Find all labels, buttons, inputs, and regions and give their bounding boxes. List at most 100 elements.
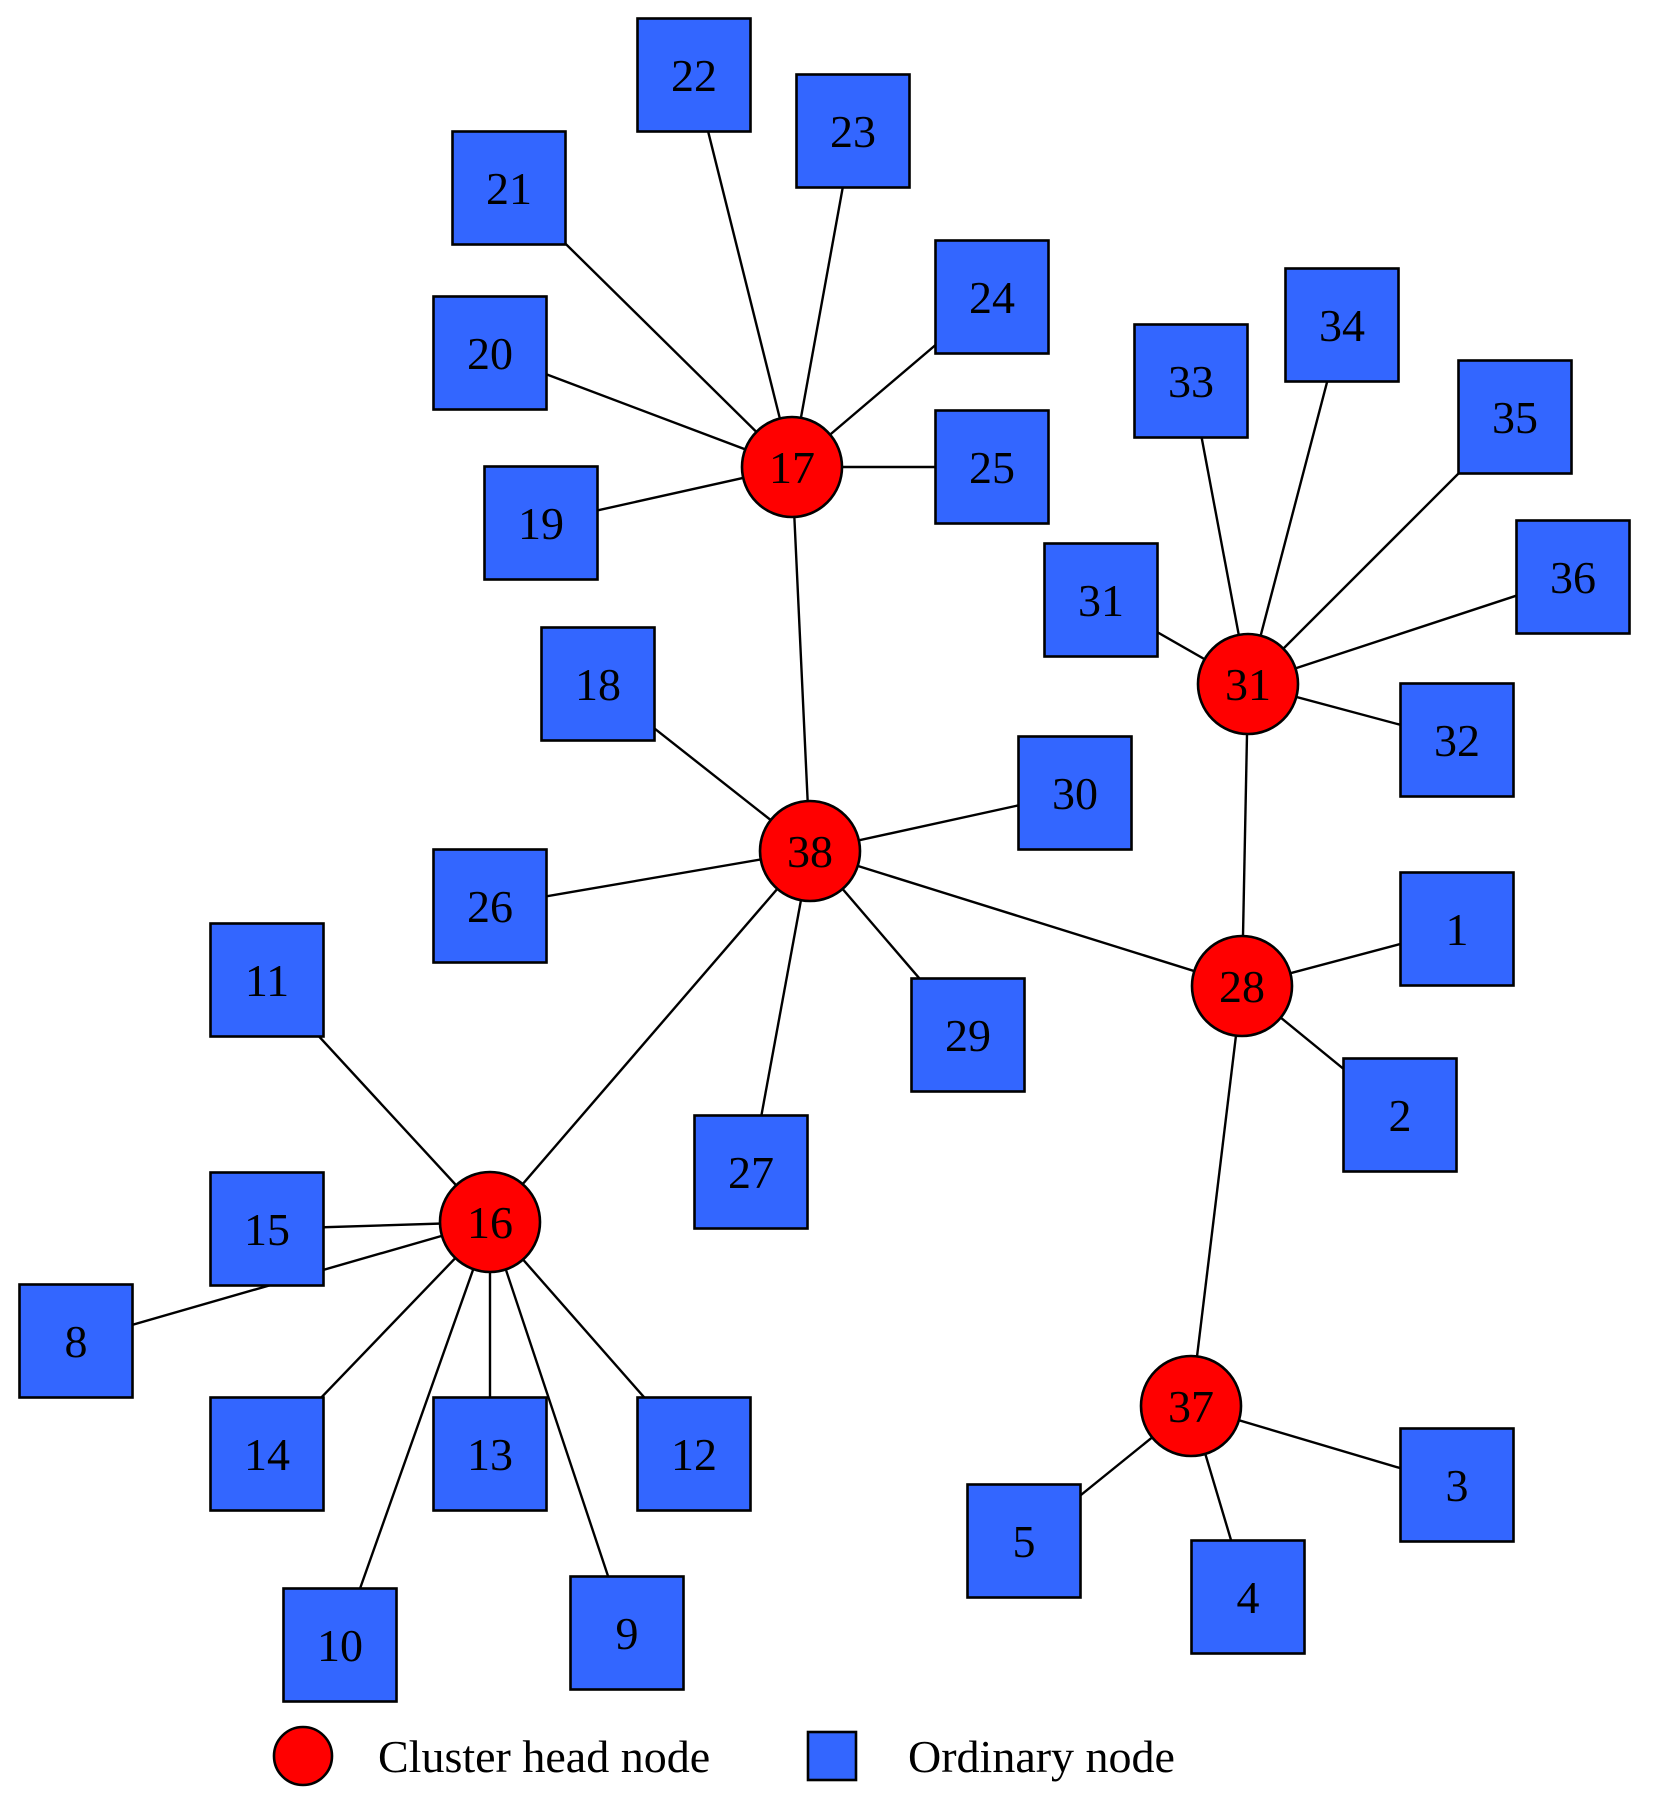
- ordinary-node-34: 34: [1284, 267, 1400, 383]
- node-label-21: 21: [486, 163, 532, 214]
- node-label-29: 29: [945, 1010, 991, 1061]
- node-square-30: [1017, 735, 1133, 851]
- node-square-27: [693, 1114, 809, 1230]
- node-label-15: 15: [244, 1204, 290, 1255]
- nodes-layer: 1738312816372223212420251934333536313218…: [18, 17, 1631, 1703]
- edge-n-h17-n-h38: [790, 466, 812, 852]
- edge-n-h38-n-h16: [489, 850, 811, 1223]
- node-label-31: 31: [1078, 575, 1124, 626]
- ordinary-node-27: 27: [693, 1114, 809, 1230]
- ordinary-node-26: 26: [432, 848, 548, 964]
- head-circle-38: [758, 799, 862, 903]
- node-square-36: [1515, 519, 1631, 635]
- ordinary-node-5: 5: [966, 1483, 1082, 1599]
- ordinary-node-11: 11: [209, 922, 325, 1038]
- ordinary-node-35: 35: [1457, 359, 1573, 475]
- node-label-30: 30: [1052, 768, 1098, 819]
- node-square-14: [209, 1396, 325, 1512]
- node-square-33: [1133, 323, 1249, 439]
- node-square-34: [1284, 267, 1400, 383]
- node-label-19: 19: [518, 498, 564, 549]
- cluster-head-node-17: 17: [740, 415, 844, 519]
- node-square-26: [432, 848, 548, 964]
- ordinary-node-4: 4: [1190, 1539, 1306, 1655]
- node-square-11: [209, 922, 325, 1038]
- node-label-18: 18: [575, 659, 621, 710]
- head-circle-31: [1196, 632, 1300, 736]
- cluster-head-node-28: 28: [1190, 934, 1294, 1038]
- cluster-head-node-38: 38: [758, 799, 862, 903]
- ordinary-node-23: 23: [795, 73, 911, 189]
- node-square-5: [966, 1483, 1082, 1599]
- edge-n-h28-n-h37: [1189, 985, 1244, 1407]
- node-label-2: 2: [1389, 1090, 1412, 1141]
- node-label-8: 8: [65, 1316, 88, 1367]
- ordinary-node-33: 33: [1133, 323, 1249, 439]
- node-label-14: 14: [244, 1429, 290, 1480]
- node-square-10: [282, 1587, 398, 1703]
- ordinary-node-12: 12: [636, 1396, 752, 1512]
- node-label-5: 5: [1013, 1516, 1036, 1567]
- node-label-11: 11: [245, 955, 289, 1006]
- node-square-4: [1190, 1539, 1306, 1655]
- node-label-23: 23: [830, 106, 876, 157]
- node-square-15: [209, 1171, 325, 1287]
- node-label-37: 37: [1168, 1381, 1214, 1432]
- node-square-12: [636, 1396, 752, 1512]
- node-label-33: 33: [1168, 356, 1214, 407]
- ordinary-node-8: 8: [18, 1283, 134, 1399]
- ordinary-node-legend-swatch: [806, 1730, 858, 1782]
- node-label-35: 35: [1492, 392, 1538, 443]
- node-label-9: 9: [616, 1608, 639, 1659]
- ordinary-node-29: 29: [910, 977, 1026, 1093]
- ordinary-node-31: 31: [1043, 542, 1159, 658]
- head-circle-37: [1139, 1354, 1243, 1458]
- cluster-head-legend-swatch: [272, 1725, 334, 1787]
- node-square-3: [1399, 1427, 1515, 1543]
- node-square-20: [432, 295, 548, 411]
- node-square-31: [1043, 542, 1159, 658]
- node-square-32: [1399, 682, 1515, 798]
- edge-n-h38-n-h28: [809, 849, 1243, 988]
- ordinary-node-19: 19: [483, 465, 599, 581]
- node-square-13: [432, 1396, 548, 1512]
- ordinary-node-13: 13: [432, 1396, 548, 1512]
- head-circle-16: [438, 1170, 542, 1274]
- ordinary-node-32: 32: [1399, 682, 1515, 798]
- node-square-1: [1399, 871, 1515, 987]
- head-circle-28: [1190, 934, 1294, 1038]
- ordinary-node-3: 3: [1399, 1427, 1515, 1543]
- edge-n-h31-n-34: [1246, 324, 1344, 685]
- cluster-head-legend-label: Cluster head node: [378, 1731, 710, 1782]
- node-label-3: 3: [1446, 1460, 1469, 1511]
- ordinary-node-1: 1: [1399, 871, 1515, 987]
- ordinary-node-30: 30: [1017, 735, 1133, 851]
- ordinary-node-36: 36: [1515, 519, 1631, 635]
- node-label-4: 4: [1237, 1572, 1260, 1623]
- ordinary-node-10: 10: [282, 1587, 398, 1703]
- node-square-19: [483, 465, 599, 581]
- node-label-24: 24: [969, 272, 1015, 323]
- ordinary-node-14: 14: [209, 1396, 325, 1512]
- node-square-18: [540, 626, 656, 742]
- node-label-34: 34: [1319, 300, 1365, 351]
- node-square-9: [569, 1575, 685, 1691]
- node-label-38: 38: [787, 826, 833, 877]
- node-square-22: [636, 17, 752, 133]
- node-label-26: 26: [467, 881, 513, 932]
- ordinary-node-legend-label: Ordinary node: [908, 1731, 1175, 1782]
- edge-n-h17-n-22: [692, 74, 794, 468]
- node-label-28: 28: [1219, 961, 1265, 1012]
- node-square-23: [795, 73, 911, 189]
- node-label-32: 32: [1434, 715, 1480, 766]
- ordinary-node-20: 20: [432, 295, 548, 411]
- node-label-22: 22: [671, 50, 717, 101]
- node-label-1: 1: [1446, 904, 1469, 955]
- ordinary-node-9: 9: [569, 1575, 685, 1691]
- node-square-8: [18, 1283, 134, 1399]
- ordinary-node-24: 24: [934, 239, 1050, 355]
- edge-n-h16-n-9: [488, 1221, 629, 1634]
- ordinary-node-22: 22: [636, 17, 752, 133]
- node-square-25: [934, 409, 1050, 525]
